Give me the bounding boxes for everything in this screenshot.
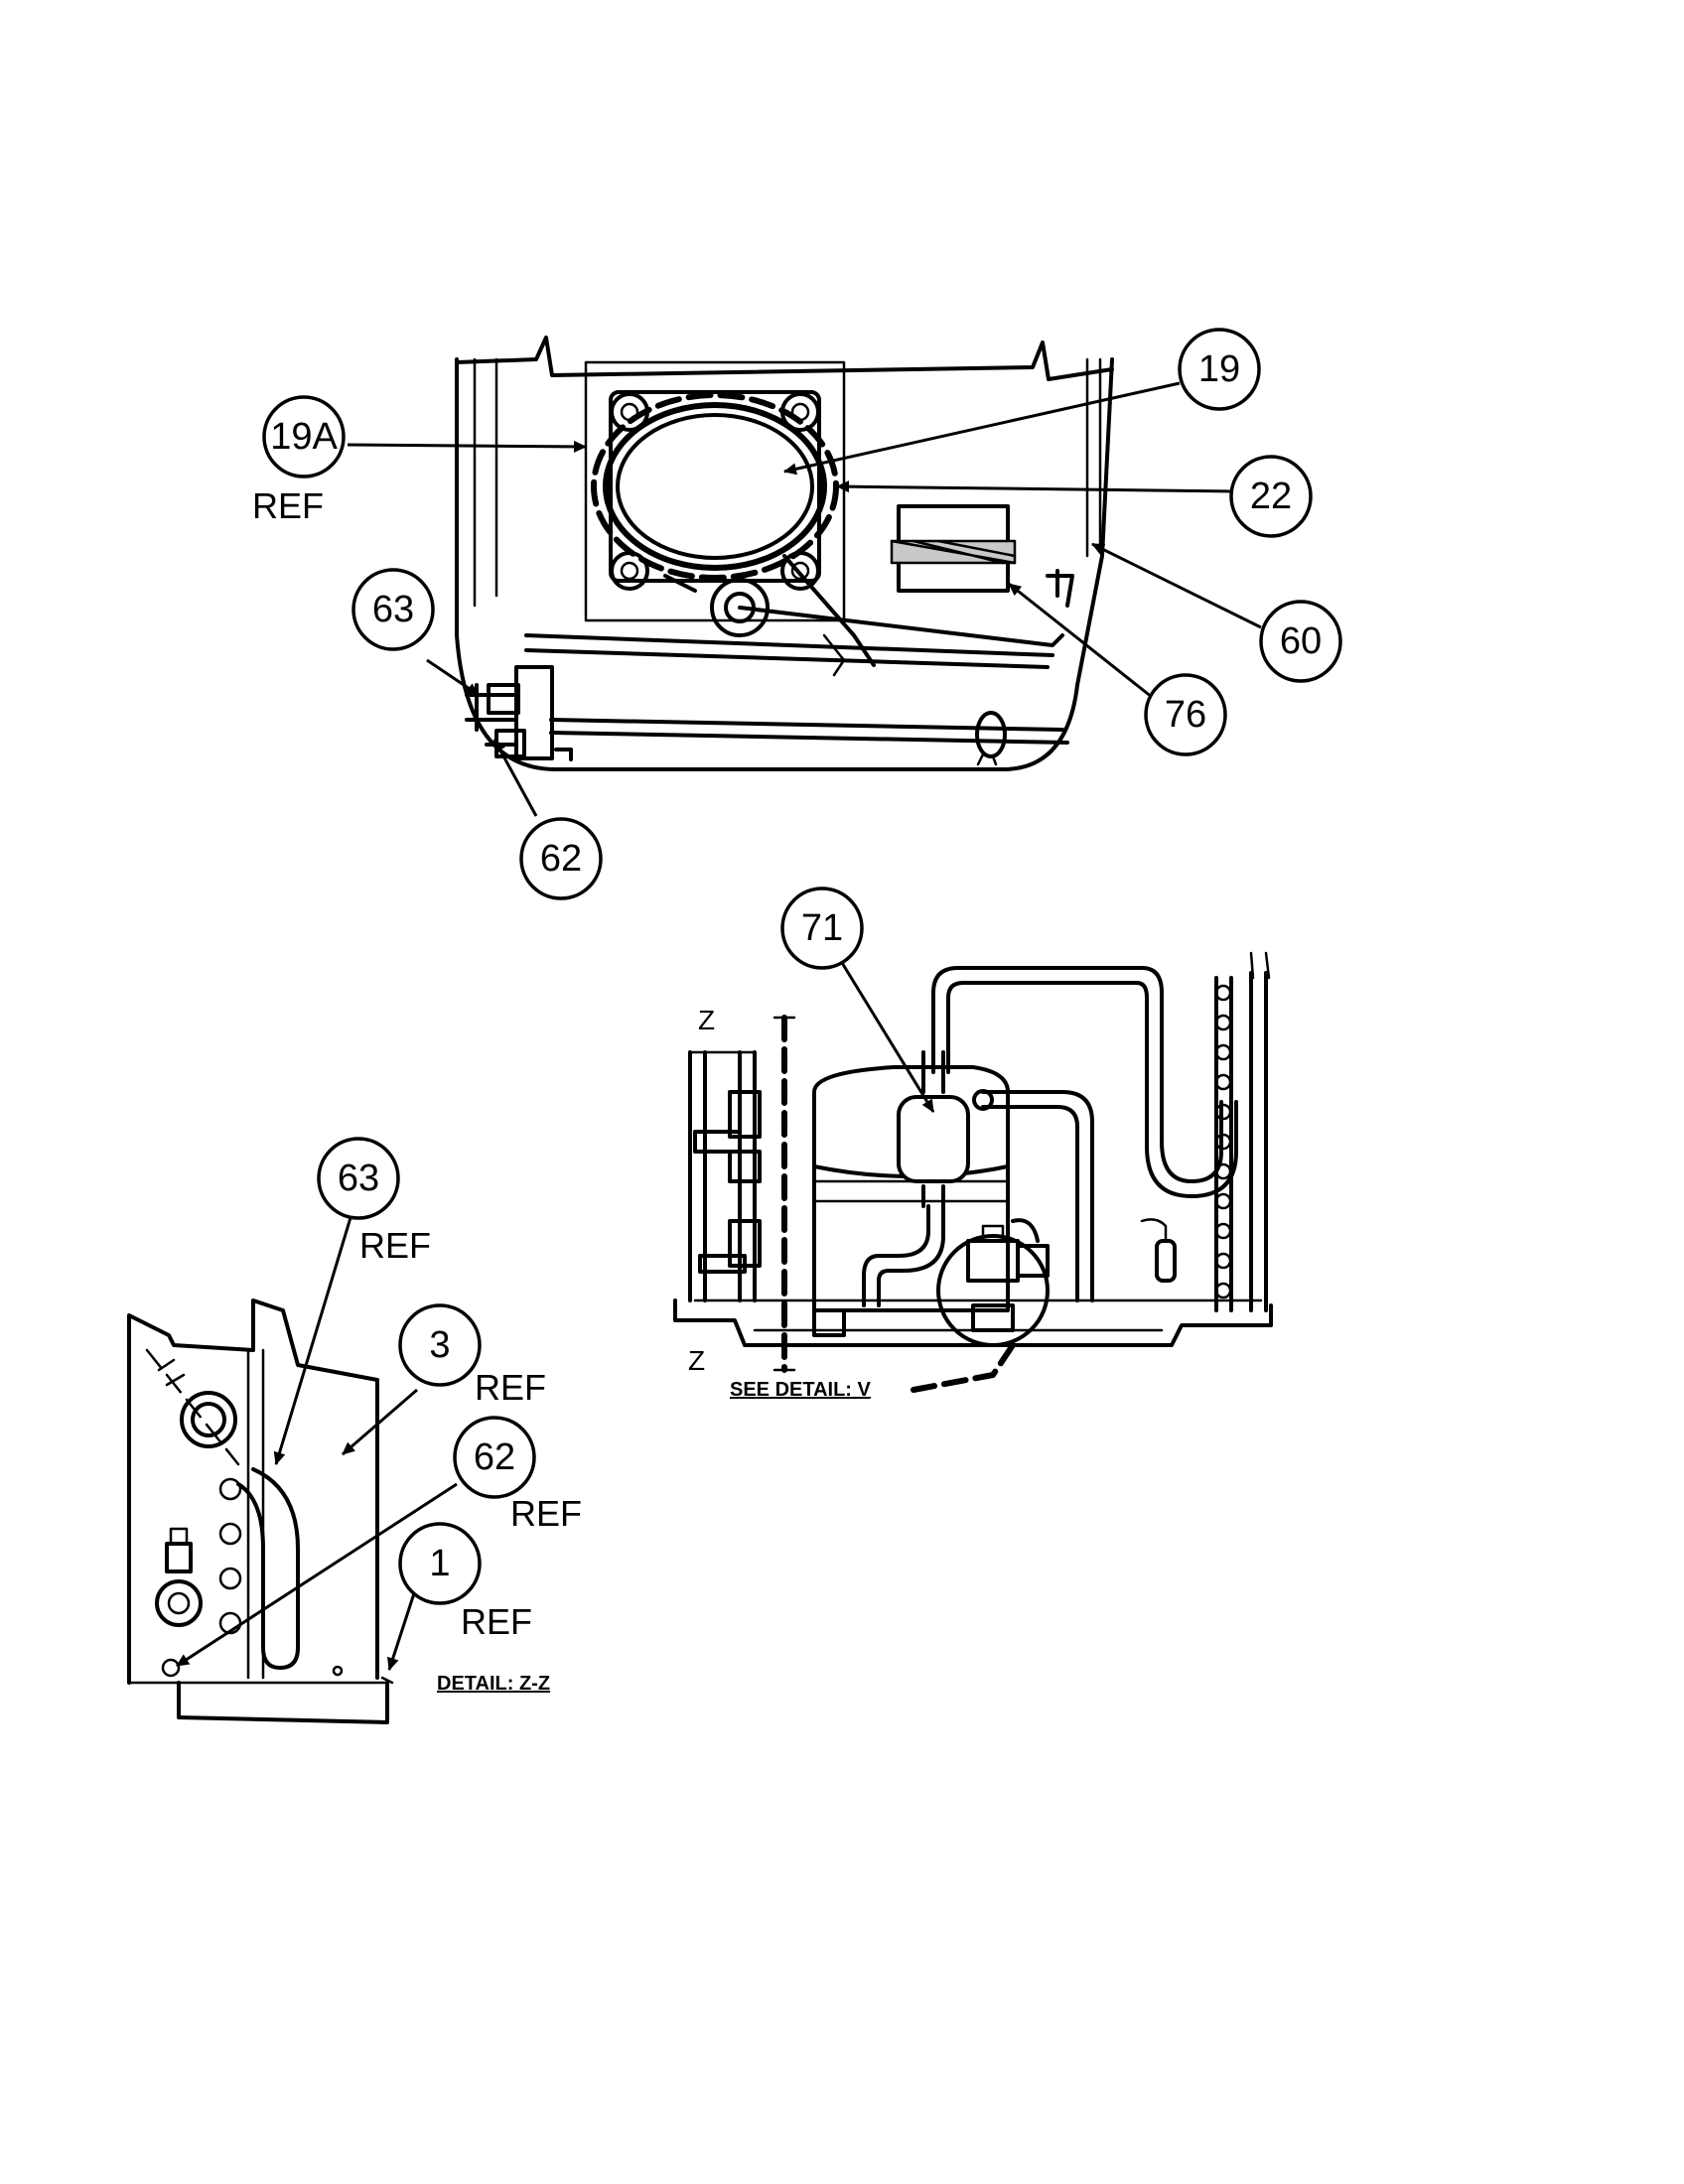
svg-text:63: 63 (338, 1158, 379, 1199)
compressor-body (603, 402, 827, 571)
callout-62-top: 62 (519, 817, 603, 900)
callout-22: 22 (1229, 455, 1313, 538)
detail-zz-view (127, 1298, 394, 1724)
valve-port-lower (155, 1579, 203, 1627)
detail-zz-caption: DETAIL: Z-Z (437, 1673, 550, 1695)
coil-hairpins (1214, 984, 1232, 1299)
condenser-coil (1214, 971, 1268, 1312)
ref-label-1: REF (461, 1601, 532, 1642)
callout-63-top: 63 (351, 568, 435, 651)
side-view (673, 951, 1273, 1393)
ref-label-63: REF (359, 1225, 431, 1266)
detail-panel-outline (127, 1298, 379, 1685)
top-view (455, 336, 1114, 771)
callout-62-detail: 62 (453, 1416, 536, 1499)
callout-76: 76 (1144, 673, 1227, 756)
detail-v-circle (936, 1234, 1050, 1347)
svg-text:19: 19 (1198, 348, 1240, 390)
section-marker-z-top: Z (698, 1005, 715, 1035)
valve-port-upper (180, 1391, 237, 1448)
svg-text:19A: 19A (270, 416, 338, 458)
sound-blanket (591, 392, 839, 581)
svg-text:71: 71 (801, 907, 843, 949)
see-detail-caption: SEE DETAIL: V (730, 1379, 872, 1401)
ref-label-19a: REF (252, 485, 324, 526)
mounting-grommets (610, 392, 820, 591)
svg-text:76: 76 (1165, 694, 1206, 736)
callout-1: 1 (398, 1522, 482, 1605)
callout-3: 3 (398, 1303, 482, 1387)
svg-text:63: 63 (372, 589, 414, 630)
callout-19: 19 (1178, 328, 1261, 411)
callout-63-detail: 63 (317, 1137, 400, 1220)
svg-text:62: 62 (540, 838, 582, 880)
partition-valves (693, 1090, 762, 1274)
base-pan (673, 1298, 1273, 1347)
filter-drier (897, 1095, 970, 1183)
accumulator (710, 578, 770, 637)
section-marker-z-bottom: Z (688, 1345, 705, 1376)
svg-text:22: 22 (1250, 476, 1292, 517)
ref-label-62: REF (510, 1493, 582, 1534)
leader-lines (176, 381, 1262, 1671)
callout-19a: 19A (262, 395, 346, 478)
svg-text:1: 1 (429, 1543, 450, 1584)
break-line (455, 336, 1114, 381)
callout-71: 71 (780, 887, 864, 970)
svg-text:3: 3 (429, 1324, 450, 1366)
ref-label-3: REF (475, 1367, 546, 1408)
tube-63 (236, 1467, 300, 1670)
knockout-holes (218, 1477, 242, 1635)
service-valve-body (514, 665, 554, 760)
callout-60: 60 (1259, 600, 1342, 683)
svg-text:60: 60 (1280, 620, 1322, 662)
svg-text:62: 62 (474, 1436, 515, 1478)
